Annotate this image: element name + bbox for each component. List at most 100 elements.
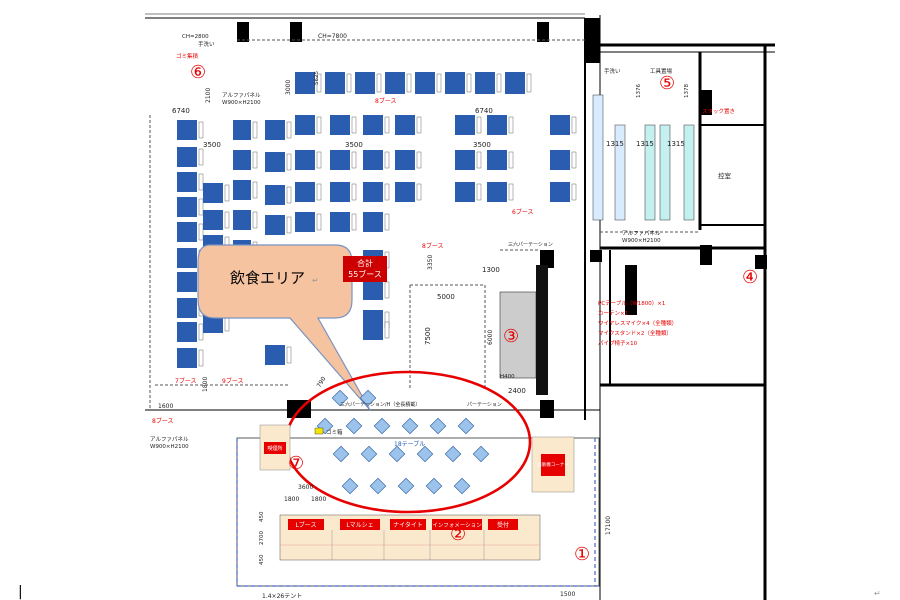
booth: [363, 115, 383, 135]
dining-table: [429, 417, 447, 435]
dining-table: [457, 417, 475, 435]
booth-table: [571, 183, 577, 201]
dim-3000: 3000: [285, 80, 292, 95]
tool-storage: 工具置場: [650, 67, 673, 75]
booth: [550, 182, 570, 202]
booth: [330, 150, 350, 170]
dining-table: [359, 389, 377, 407]
dining-table: [345, 417, 363, 435]
tent-label: 1.4×26テント: [262, 593, 302, 600]
dim-3350: 3350: [427, 255, 434, 270]
booth: [363, 280, 383, 300]
booth-table: [508, 183, 514, 201]
dim-450-bottom: 450: [259, 554, 265, 565]
booth: [203, 210, 223, 230]
booth: [487, 182, 507, 202]
dim-6000: 6000: [487, 330, 494, 345]
dining-table: [388, 445, 406, 463]
handwash-right: 手洗い: [604, 67, 621, 75]
booth-table: [476, 183, 482, 201]
dining-tables-label: 18テーブル: [394, 440, 425, 448]
dining-callout: 飲食エリア ↵: [197, 244, 371, 411]
equipment-item: ワイヤレスマイク×4（全種類）: [598, 319, 677, 327]
alpha-panel-top: アルファパネル: [222, 92, 261, 99]
circled-number-3: ③: [503, 326, 519, 347]
dim-1300: 1300: [482, 266, 500, 274]
office-room: 控室: [718, 171, 732, 180]
booth: [265, 152, 285, 172]
dim-1800-left: 1800: [202, 377, 209, 392]
booth: [395, 182, 415, 202]
dining-table: [397, 477, 415, 495]
partition-center: 三六パーテーション/H（全長積載）: [340, 401, 420, 408]
booth-table: [406, 73, 412, 93]
circled-number-6: ⑥: [190, 62, 206, 83]
booth: [177, 348, 197, 368]
booth-table: [416, 183, 422, 201]
booth-table: [224, 184, 230, 202]
booth: [233, 210, 251, 230]
dining-table: [453, 477, 471, 495]
label-far-left: 8ブース: [152, 417, 174, 425]
booth-table: [351, 183, 357, 201]
right-red-box-label: 自販機コーナー: [537, 461, 569, 468]
booth-table: [351, 213, 357, 231]
stack-area: スタック置き: [702, 107, 735, 115]
stage-area: [499, 265, 548, 395]
booth-table: [384, 183, 390, 201]
booth-table: [416, 116, 422, 134]
equipment-item: カーテン×1: [598, 310, 628, 317]
booth-table: [351, 151, 357, 169]
pillars: [237, 18, 767, 418]
booth-table: [252, 211, 258, 229]
dim-17100: 17100: [605, 516, 612, 535]
booth: [177, 322, 197, 342]
dining-table: [425, 477, 443, 495]
partition-right: パーテーション: [467, 402, 502, 408]
booth-table: [198, 148, 204, 166]
booth: [363, 212, 383, 232]
circled-number-7: ⑦: [288, 453, 304, 474]
alpha-panel-right: アルファパネル: [622, 230, 661, 237]
booth: [177, 147, 197, 167]
booth: [325, 72, 345, 94]
dining-table: [416, 445, 434, 463]
dining-table: [360, 445, 378, 463]
booth-table: [252, 181, 258, 199]
right-booth-strips: [592, 94, 695, 221]
dim-3500-center: 3500: [345, 141, 363, 149]
equipment-list: PCテーブル（W1800）×1 カーテン×1 ワイヤレスマイク×4（全種類） マ…: [598, 299, 677, 347]
booth: [415, 72, 435, 94]
booth-table: [316, 213, 322, 231]
dining-table: [332, 445, 350, 463]
booth-table: [384, 281, 390, 299]
dim-3500-right: 3500: [473, 141, 491, 149]
total-badge-line2: 55ブース: [348, 269, 382, 279]
booth-table: [376, 73, 382, 93]
dimension-labels: CH=2800 CH=7800 6740 6740 3500 3500 3500…: [158, 33, 690, 598]
equipment-item: パイプ椅子×10: [598, 339, 638, 347]
label-center: 8ブース: [422, 242, 444, 250]
booth-table: [416, 151, 422, 169]
booth-table: [526, 73, 532, 93]
dining-table: [401, 417, 419, 435]
building-walls: [145, 13, 775, 600]
booth: [265, 120, 285, 140]
booth-table: [384, 321, 390, 339]
bottom-booth-3: インフォメーション: [432, 522, 482, 529]
label-left-col: 7ブース: [175, 377, 197, 385]
booth: [505, 72, 525, 94]
booth-table: [316, 183, 322, 201]
booth-group-labels: 8ブース 7ブース 9ブース 8ブース 8ブース 6ブース: [152, 97, 534, 425]
dim-1315-c: 1315: [667, 140, 685, 148]
booth: [295, 72, 315, 94]
dining-table: [373, 417, 391, 435]
bottom-booth-2-bg: [390, 519, 426, 530]
booth-table: [198, 173, 204, 191]
dim-ch2800: CH=2800: [182, 34, 209, 40]
dim-1600: 1600: [158, 403, 173, 410]
bottom-booth-1-bg: [340, 519, 380, 530]
alpha-panel-left-size: W900×H2100: [150, 444, 189, 450]
booth: [295, 182, 315, 202]
dim-1800-b: 1800: [311, 496, 326, 503]
